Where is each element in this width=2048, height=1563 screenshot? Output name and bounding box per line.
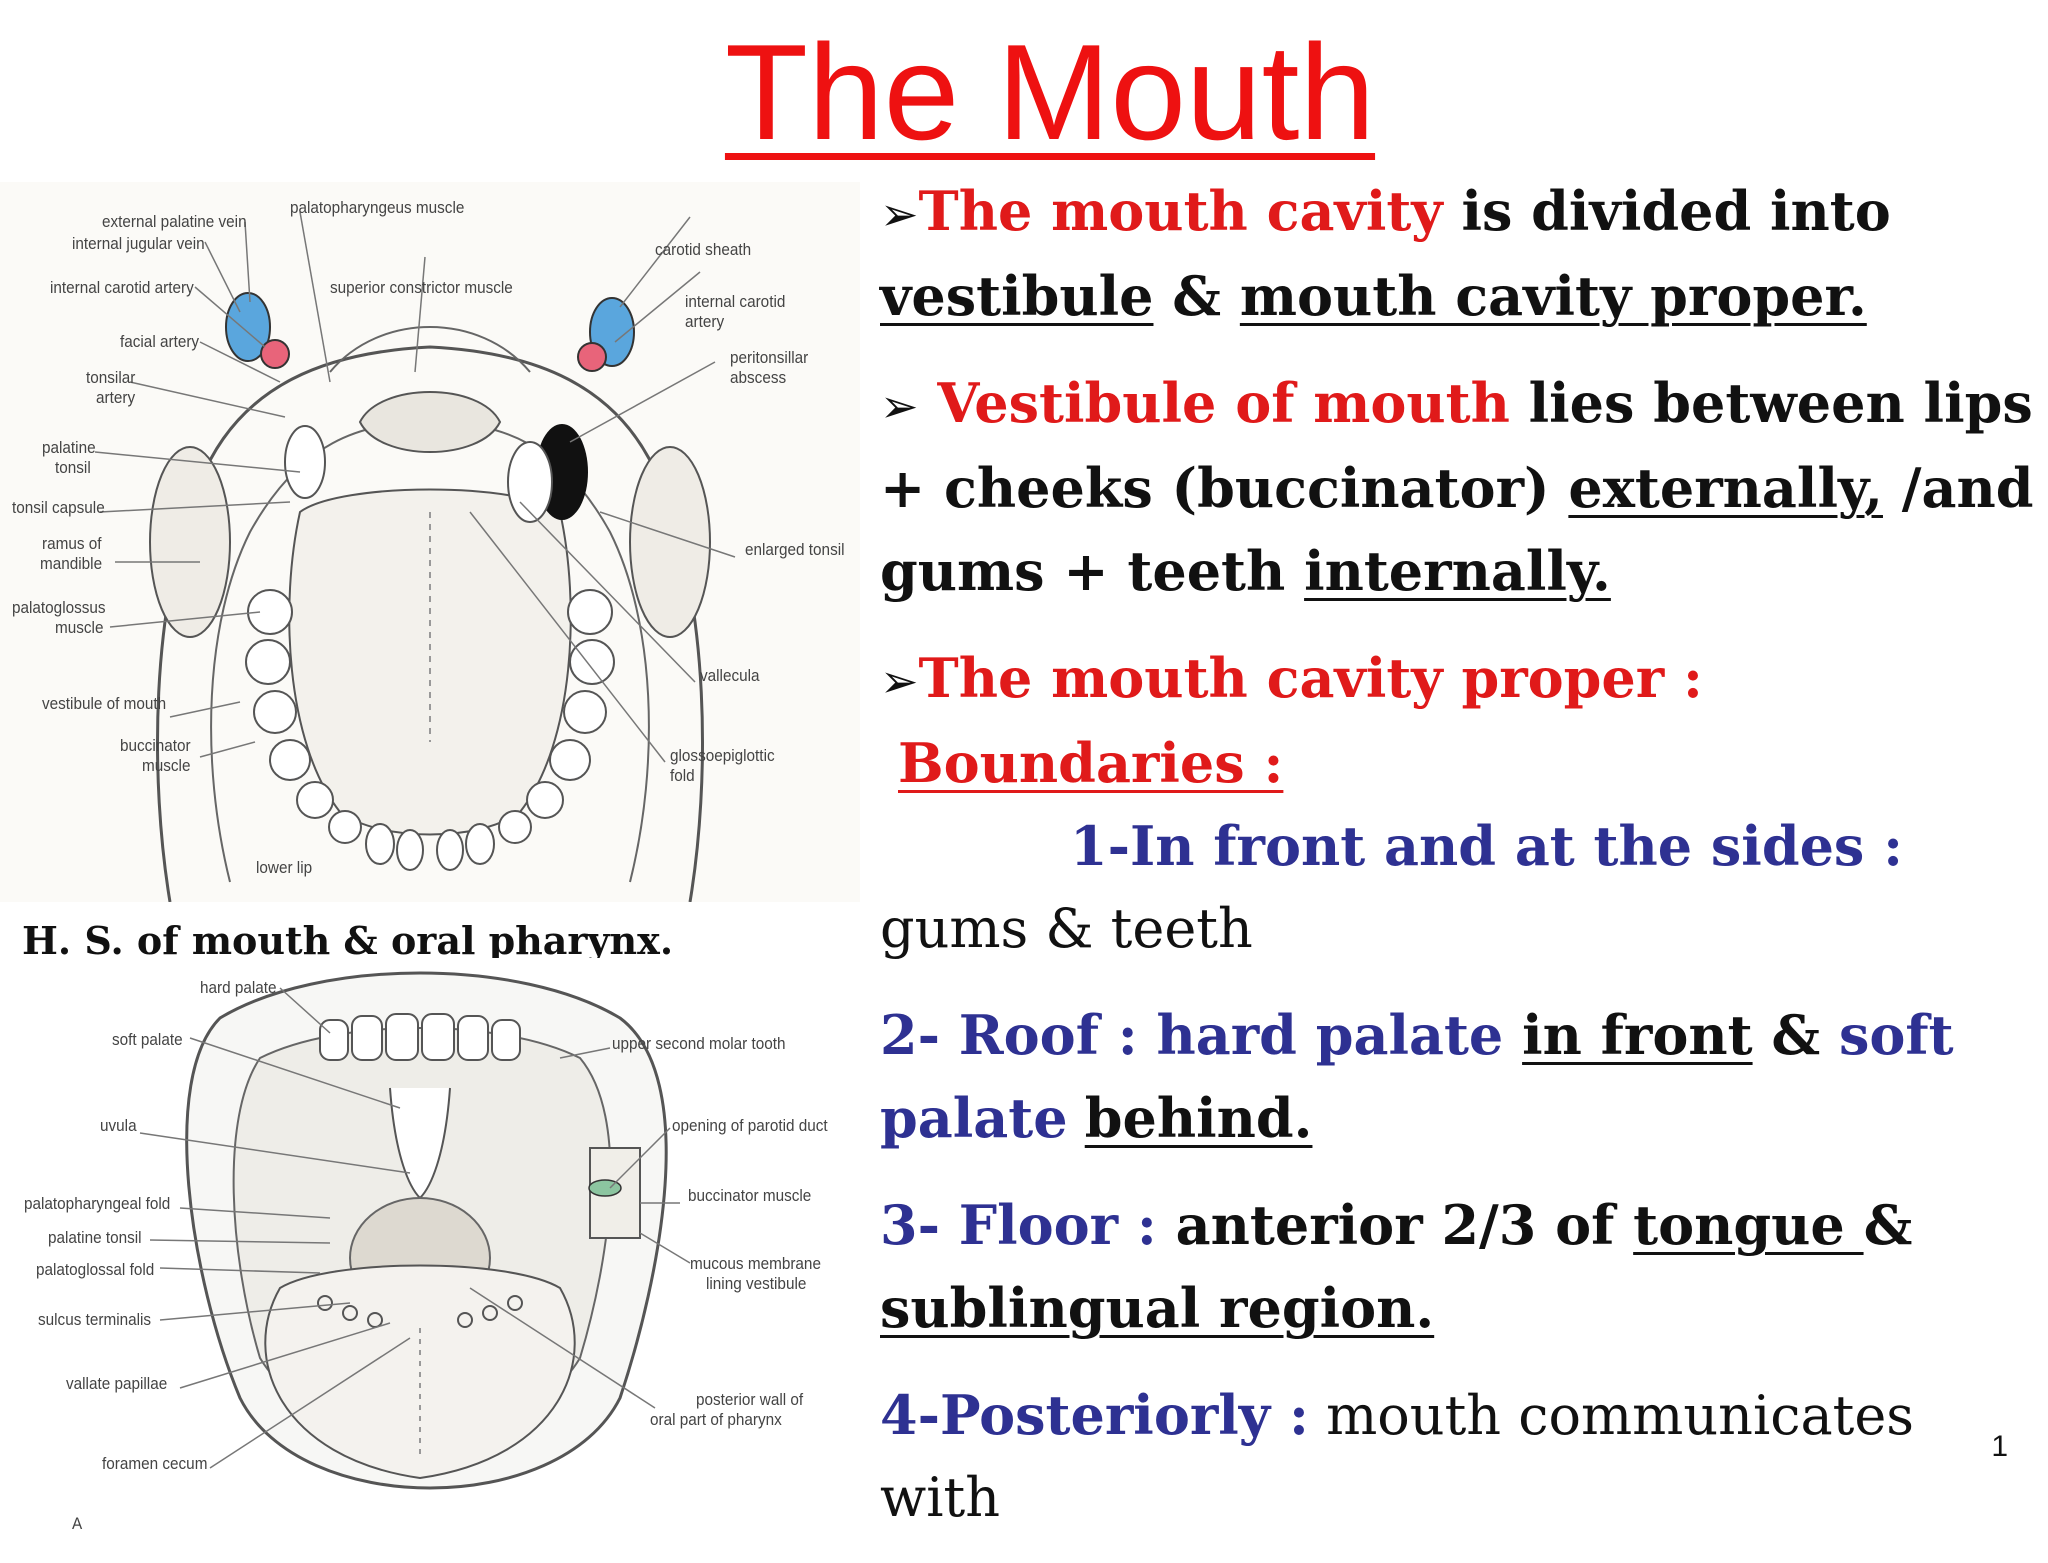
label-abscess: abscess (730, 368, 787, 387)
label-mandible: mandible (40, 554, 103, 573)
label-palatoglossus-muscle: muscle (55, 618, 104, 637)
label-internal-jugular-vein: internal jugular vein (72, 234, 205, 253)
label-mucous-membrane: mucous membrane (690, 1254, 821, 1273)
label-soft-palate: soft palate (112, 1030, 183, 1049)
label-palatine-tonsil: palatine tonsil (48, 1228, 142, 1247)
label-palatoglossal-fold: palatoglossal fold (36, 1260, 155, 1279)
label-vallecula: vallecula (700, 666, 760, 685)
arrow-bullet-icon: ➢ (880, 187, 919, 241)
label-buccinator-muscle: buccinator muscle (688, 1186, 812, 1205)
arrow-bullet-icon: ➢ (880, 379, 919, 433)
label-figure-letter: A (72, 1514, 83, 1533)
label-posterior-wall-of: posterior wall of (696, 1390, 804, 1409)
label-peritonsillar: peritonsillar (730, 348, 809, 367)
label-palatine-tonsil: tonsil (55, 458, 91, 477)
page-number: 1 (1991, 1430, 2008, 1463)
boundaries-heading: Boundaries : (898, 731, 1284, 795)
label-tonsilar: tonsilar (86, 368, 136, 387)
label-internal-carotid-artery-left: internal carotid artery (50, 278, 194, 297)
label-internal-carotid-artery-right: artery (685, 312, 725, 331)
label-uvula: uvula (100, 1116, 137, 1135)
paragraph-vestibule: ➢ Vestibule of mouth lies between lips +… (880, 371, 2034, 603)
label-superior-constrictor-muscle: superior constrictor muscle (330, 278, 513, 297)
label-external-palatine-vein: external palatine vein (102, 212, 247, 231)
label-hard-palate: hard palate (200, 978, 277, 997)
label-facial-artery: facial artery (120, 332, 200, 351)
label-sulcus-terminalis: sulcus terminalis (38, 1310, 152, 1329)
label-oral-part-of-pharynx: oral part of pharynx (650, 1410, 782, 1429)
label-vestibule-of-mouth: vestibule of mouth (42, 694, 167, 713)
label-tonsil-capsule: tonsil capsule (12, 498, 105, 517)
paragraph-roof: 2- Roof : hard palate in front & soft pa… (880, 1003, 1954, 1150)
label-lining-vestibule: lining vestibule (706, 1274, 807, 1293)
label-buccinator: buccinator (120, 736, 191, 755)
paragraph-cavity-proper: ➢The mouth cavity proper : Boundaries : … (880, 646, 1904, 960)
label-upper-second-molar-tooth: upper second molar tooth (612, 1034, 786, 1053)
label-palatopharyngeal-fold: palatopharyngeal fold (24, 1194, 171, 1213)
open-mouth-diagram: hard palate soft palate uvula palatophar… (0, 958, 860, 1536)
page-title: The Mouth (724, 16, 1376, 168)
label-foramen-cecum: foramen cecum (102, 1454, 208, 1473)
paragraph-mouth-cavity-division: ➢The mouth cavity is divided into vestib… (880, 179, 1891, 328)
paragraph-posteriorly: 4-Posteriorly : mouth communicates with (880, 1383, 1915, 1529)
horizontal-section-drawing (0, 182, 860, 902)
label-enlarged-tonsil: enlarged tonsil (745, 540, 845, 559)
label-internal-carotid: internal carotid (685, 292, 786, 311)
label-glossoepiglottic-fold: fold (670, 766, 695, 785)
figure-caption: H. S. of mouth & oral pharynx. (22, 918, 674, 963)
label-vallate-papillae: vallate papillae (66, 1374, 168, 1393)
open-mouth-drawing (0, 958, 860, 1536)
label-carotid-sheath: carotid sheath (655, 240, 752, 259)
paragraph-floor: 3- Floor : anterior 2/3 of tongue & subl… (880, 1193, 1913, 1340)
label-tonsilar-artery: artery (96, 388, 136, 407)
slide-text: ➢The mouth cavity is divided into vestib… (880, 170, 2040, 1563)
label-palatoglossus: palatoglossus (12, 598, 106, 617)
label-glossoepiglottic: glossoepiglottic (670, 746, 775, 765)
label-palatine: palatine (42, 438, 96, 457)
label-buccinator-muscle: muscle (142, 756, 191, 775)
label-opening-of-parotid-duct: opening of parotid duct (672, 1116, 828, 1135)
label-lower-lip: lower lip (256, 858, 313, 877)
arrow-bullet-icon: ➢ (880, 654, 919, 708)
label-ramus-of: ramus of (42, 534, 102, 553)
horizontal-section-diagram: external palatine vein internal jugular … (0, 182, 860, 902)
label-palatopharyngeus-muscle: palatopharyngeus muscle (290, 198, 465, 217)
